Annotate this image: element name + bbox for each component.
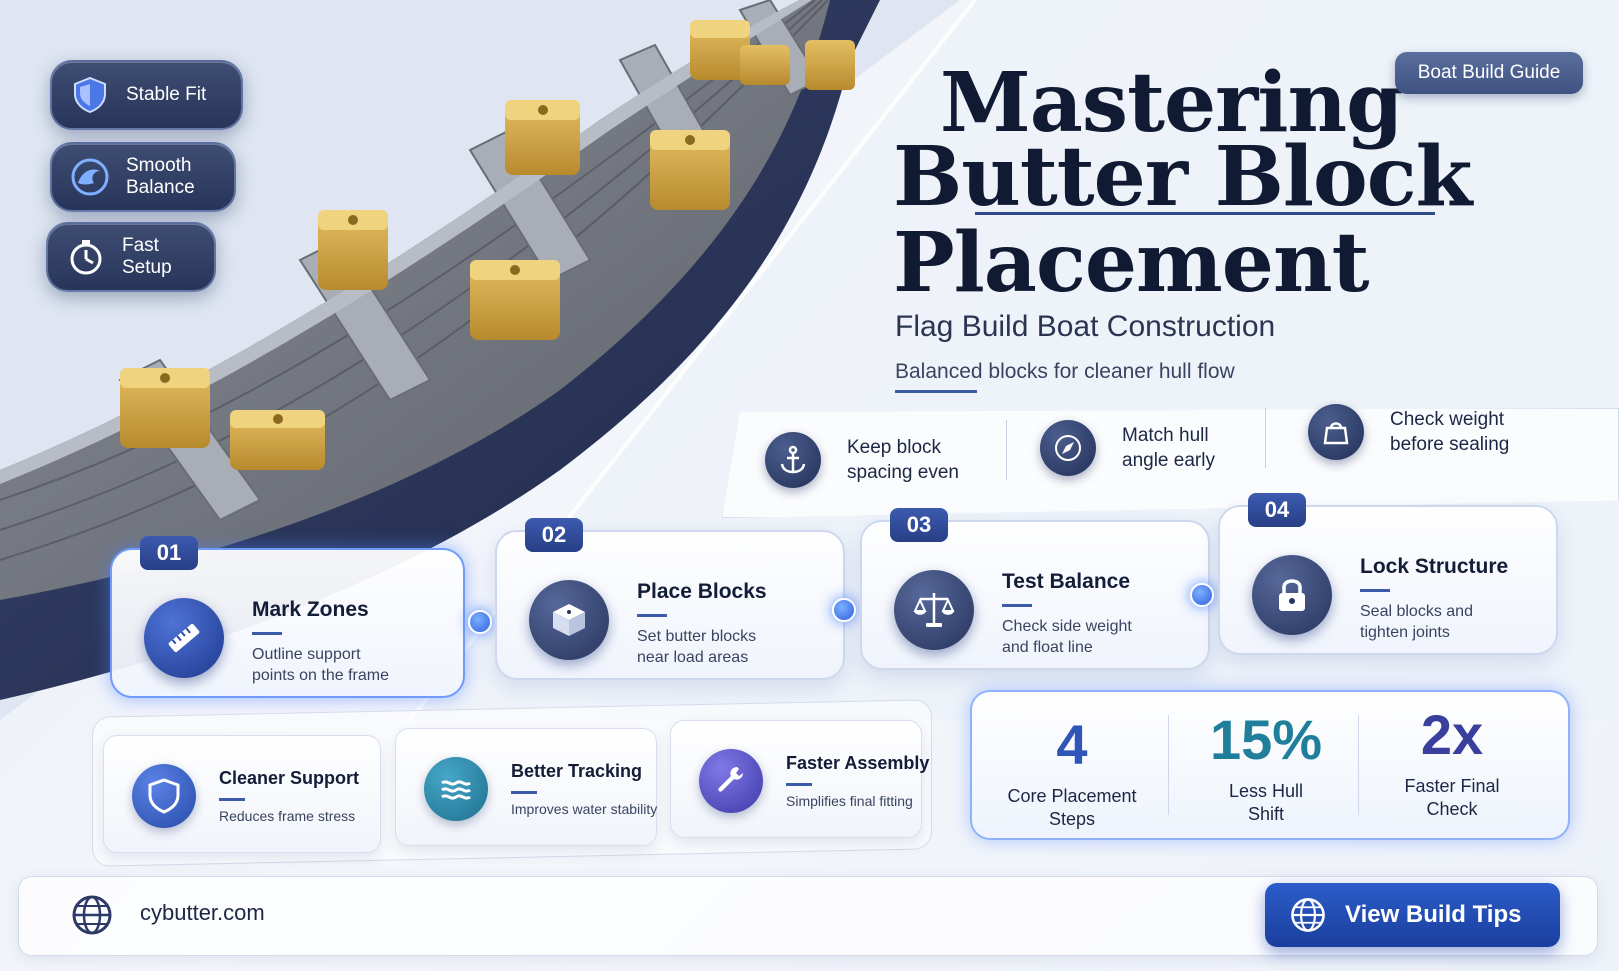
stat-faster-check: 2x Faster Final Check: [1352, 705, 1552, 821]
step-title: Mark Zones: [252, 598, 369, 621]
lock-icon: [1279, 579, 1305, 611]
step-desc: Set butter blocks near load areas: [637, 628, 757, 666]
step-desc: Check side weight and float line: [1002, 618, 1132, 656]
wrench-icon: [718, 767, 743, 792]
weight-icon: [1323, 422, 1349, 445]
step-accent: [637, 614, 667, 617]
tips-strip: [722, 408, 1619, 518]
page-title-line-2: Butter Block: [893, 129, 1472, 225]
tagline: Balanced blocks for cleaner hull flow: [895, 360, 1235, 383]
step-test-balance[interactable]: 03 Test Balance Check side weight and fl…: [860, 508, 1210, 670]
step-desc: Seal blocks and tighten joints: [1360, 603, 1473, 641]
pill-stable-fit[interactable]: Stable Fit: [50, 60, 243, 130]
tip-text: Keep block spacing even: [847, 437, 959, 483]
page-title-line-3: Placement: [893, 215, 1369, 311]
shield-icon: [74, 76, 106, 114]
stat-core-steps: 4 Core Placement Steps: [972, 715, 1172, 831]
stat-label: Less Hull Shift: [1228, 781, 1304, 824]
tip-hull-angle: Match hull angle early: [1040, 420, 1215, 476]
benefit-accent: [511, 791, 537, 794]
benefit-desc: Improves water stability: [511, 801, 658, 817]
stat-value: 4: [1056, 713, 1088, 776]
benefit-better-tracking: Better Tracking Improves water stability: [395, 728, 657, 846]
pill-label: Smooth Balance: [126, 155, 195, 198]
benefit-title: Better Tracking: [511, 761, 643, 781]
step-title: Lock Structure: [1360, 555, 1509, 578]
ruler-icon: [168, 623, 200, 653]
butter-blocks: [120, 20, 855, 470]
benefit-title: Cleaner Support: [219, 768, 360, 788]
stat-value: 2x: [1420, 703, 1484, 766]
step-connector-node: [468, 610, 492, 634]
stat-label: Core Placement Steps: [1007, 786, 1137, 829]
stat-value: 15%: [1209, 708, 1323, 771]
stat-divider: [1168, 715, 1169, 815]
tip-text: Check weight before sealing: [1390, 409, 1510, 455]
step-number: 03: [890, 508, 948, 542]
view-build-tips-button[interactable]: View Build Tips: [1265, 883, 1560, 947]
benefit-faster-assembly: Faster Assembly Simplifies final fitting: [670, 720, 929, 838]
step-title: Test Balance: [1002, 570, 1130, 593]
tagline-underline: [895, 390, 977, 393]
scale-icon: [913, 593, 955, 627]
tip-check-weight: Check weight before sealing: [1308, 404, 1509, 460]
cta-label: View Build Tips: [1345, 901, 1522, 928]
globe-icon: [1291, 898, 1325, 932]
guide-badge[interactable]: Boat Build Guide: [1395, 52, 1583, 94]
stats-panel: [970, 690, 1570, 840]
pill-label: Fast Setup: [122, 235, 172, 278]
benefit-title: Faster Assembly: [786, 753, 930, 773]
step-number: 01: [140, 536, 198, 570]
compass-icon: [1055, 435, 1081, 461]
tip-text: Match hull angle early: [1122, 425, 1215, 471]
site-url[interactable]: cybutter.com: [140, 900, 265, 925]
benefit-desc: Reduces frame stress: [219, 808, 356, 824]
shield-icon: [148, 778, 180, 814]
page-title-line-1: Mastering: [940, 55, 1403, 151]
step-accent: [1002, 604, 1032, 607]
pill-label: Stable Fit: [126, 84, 207, 105]
step-connector-node: [1190, 583, 1214, 607]
pill-smooth-balance[interactable]: Smooth Balance: [50, 142, 236, 212]
step-number: 02: [525, 518, 583, 552]
step-place-blocks[interactable]: 02 Place Blocks Set butter blocks near l…: [495, 518, 845, 680]
boat-illustration: [0, 0, 960, 720]
tip-divider: [1265, 408, 1266, 468]
benefit-desc: Simplifies final fitting: [786, 793, 913, 809]
cube-icon: [553, 604, 585, 636]
subtitle: Flag Build Boat Construction: [895, 310, 1276, 343]
step-accent: [252, 632, 282, 635]
stat-less-hull-shift: 15% Less Hull Shift: [1166, 710, 1366, 826]
step-mark-zones[interactable]: 01 Mark Zones Outline support points on …: [110, 536, 465, 698]
wave-icon: [71, 158, 109, 196]
benefit-cleaner-support: Cleaner Support Reduces frame stress: [103, 735, 381, 853]
step-number: 04: [1248, 493, 1306, 527]
stopwatch-icon: [70, 240, 102, 275]
step-accent: [1360, 589, 1390, 592]
stat-divider: [1358, 715, 1359, 815]
tip-divider: [1006, 420, 1007, 480]
title-underline: [975, 212, 1435, 215]
stat-label: Faster Final Check: [1404, 776, 1500, 819]
globe-icon: [72, 895, 112, 935]
benefit-accent: [786, 783, 812, 786]
benefit-accent: [219, 798, 245, 801]
step-lock-structure[interactable]: 04 Lock Structure Seal blocks and tighte…: [1218, 493, 1558, 655]
anchor-icon: [780, 445, 806, 474]
step-title: Place Blocks: [637, 580, 767, 603]
step-connector-node: [832, 598, 856, 622]
step-desc: Outline support points on the frame: [252, 646, 389, 684]
waves-icon: [441, 780, 471, 800]
pill-fast-setup[interactable]: Fast Setup: [46, 222, 216, 292]
tip-block-spacing: Keep block spacing even: [765, 432, 959, 488]
